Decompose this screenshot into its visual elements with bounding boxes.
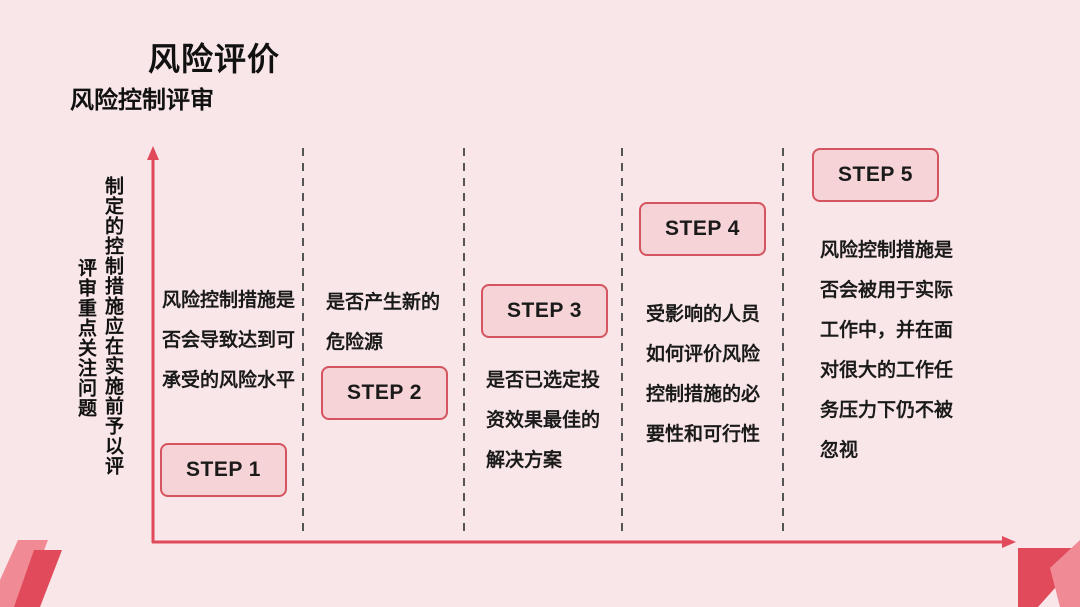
y-axis-label-line2: 评审重点关注问题 xyxy=(75,258,97,418)
step-5-text: 风险控制措施是否会被用于实际工作中，并在面对很大的工作任务压力下仍不被忽视 xyxy=(820,239,954,461)
step-2-box: STEP 2 xyxy=(321,366,448,420)
step-5-box: STEP 5 xyxy=(812,148,939,202)
page-subtitle: 风险控制评审 xyxy=(70,86,214,114)
step-4-box: STEP 4 xyxy=(639,202,766,256)
step-4-text: 受影响的人员如何评价风险控制措施的必要性和可行性 xyxy=(645,303,760,445)
corner-decoration-right xyxy=(1018,540,1080,607)
corner-decoration-left xyxy=(0,540,62,607)
y-axis-label-separator: ， xyxy=(86,248,104,269)
step-1-box: STEP 1 xyxy=(160,443,287,497)
step-1-text: 风险控制措施是否会导致达到可承受的风险水平 xyxy=(162,289,296,391)
step-3-box: STEP 3 xyxy=(481,284,608,338)
x-axis-arrow xyxy=(1002,536,1016,548)
y-axis-label-line1: 制定的控制措施应在实施前予以评 xyxy=(102,176,124,476)
y-axis-arrow xyxy=(147,146,159,160)
step-3-text: 是否已选定投资效果最佳的解决方案 xyxy=(486,369,601,471)
step-2-text: 是否产生新的危险源 xyxy=(326,291,441,353)
page-title: 风险评价 xyxy=(148,40,281,78)
